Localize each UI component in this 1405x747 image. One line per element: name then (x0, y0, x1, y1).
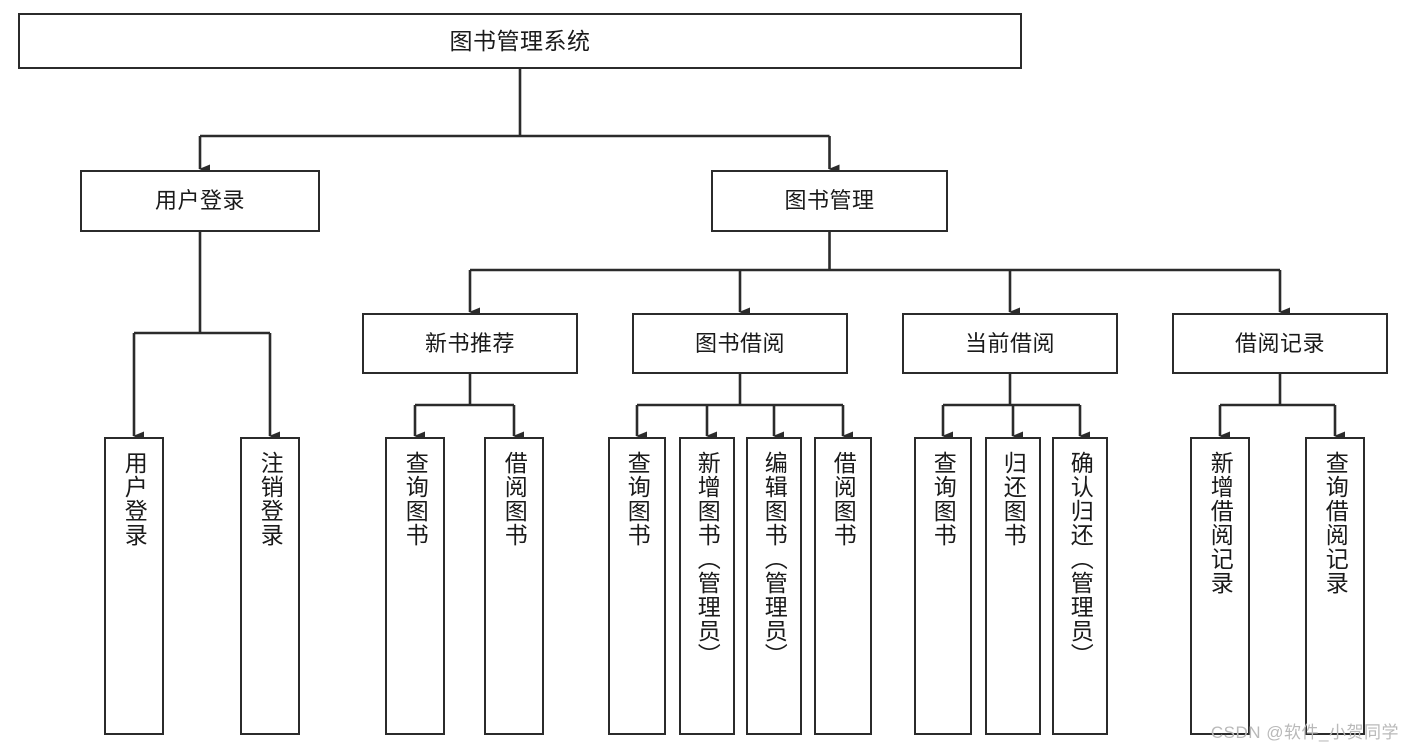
node-leaf-confirm-return[interactable]: 确认归还（管理员） (1052, 437, 1108, 735)
watermark-text: CSDN @软件_小贺同学 (1210, 723, 1399, 742)
node-leaf-edit-book[interactable]: 编辑图书（管理员） (746, 437, 802, 735)
node-label: 归还图书 (1000, 451, 1027, 547)
node-leaf-query-book-3[interactable]: 查询图书 (914, 437, 972, 735)
node-label: 新增图书（管理员） (694, 451, 721, 667)
node-label: 新增借阅记录 (1207, 451, 1234, 595)
node-book-manage[interactable]: 图书管理 (711, 170, 948, 232)
node-leaf-add-record[interactable]: 新增借阅记录 (1190, 437, 1250, 735)
node-label: 图书管理 (784, 188, 875, 214)
node-leaf-query-book-1[interactable]: 查询图书 (385, 437, 445, 735)
node-leaf-add-book[interactable]: 新增图书（管理员） (679, 437, 735, 735)
node-current-borrow[interactable]: 当前借阅 (902, 313, 1118, 374)
node-label: 编辑图书（管理员） (761, 451, 788, 667)
node-label: 图书管理系统 (449, 27, 591, 54)
node-leaf-borrow-book-1[interactable]: 借阅图书 (484, 437, 544, 735)
node-new-book-rec[interactable]: 新书推荐 (362, 313, 578, 374)
node-label: 借阅图书 (830, 451, 857, 547)
node-leaf-borrow-book-2[interactable]: 借阅图书 (814, 437, 872, 735)
node-label: 注销登录 (257, 451, 284, 547)
node-borrow-record[interactable]: 借阅记录 (1172, 313, 1388, 374)
node-label: 查询图书 (930, 451, 957, 547)
node-root[interactable]: 图书管理系统 (18, 13, 1022, 69)
node-label: 借阅图书 (501, 451, 528, 547)
node-book-borrow[interactable]: 图书借阅 (632, 313, 848, 374)
node-leaf-query-record[interactable]: 查询借阅记录 (1305, 437, 1365, 735)
node-label: 确认归还（管理员） (1067, 451, 1094, 667)
node-user-login[interactable]: 用户登录 (80, 170, 320, 232)
node-label: 图书借阅 (694, 330, 785, 356)
node-label: 查询借阅记录 (1322, 451, 1349, 595)
node-leaf-return-book[interactable]: 归还图书 (985, 437, 1041, 735)
node-leaf-user-logout[interactable]: 注销登录 (240, 437, 300, 735)
node-label: 借阅记录 (1234, 330, 1325, 356)
node-label: 用户登录 (121, 451, 148, 547)
node-leaf-query-book-2[interactable]: 查询图书 (608, 437, 666, 735)
node-label: 用户登录 (154, 188, 245, 214)
node-label: 查询图书 (402, 451, 429, 547)
node-label: 当前借阅 (964, 330, 1055, 356)
node-leaf-user-login[interactable]: 用户登录 (104, 437, 164, 735)
node-label: 查询图书 (624, 451, 651, 547)
node-label: 新书推荐 (424, 330, 515, 356)
